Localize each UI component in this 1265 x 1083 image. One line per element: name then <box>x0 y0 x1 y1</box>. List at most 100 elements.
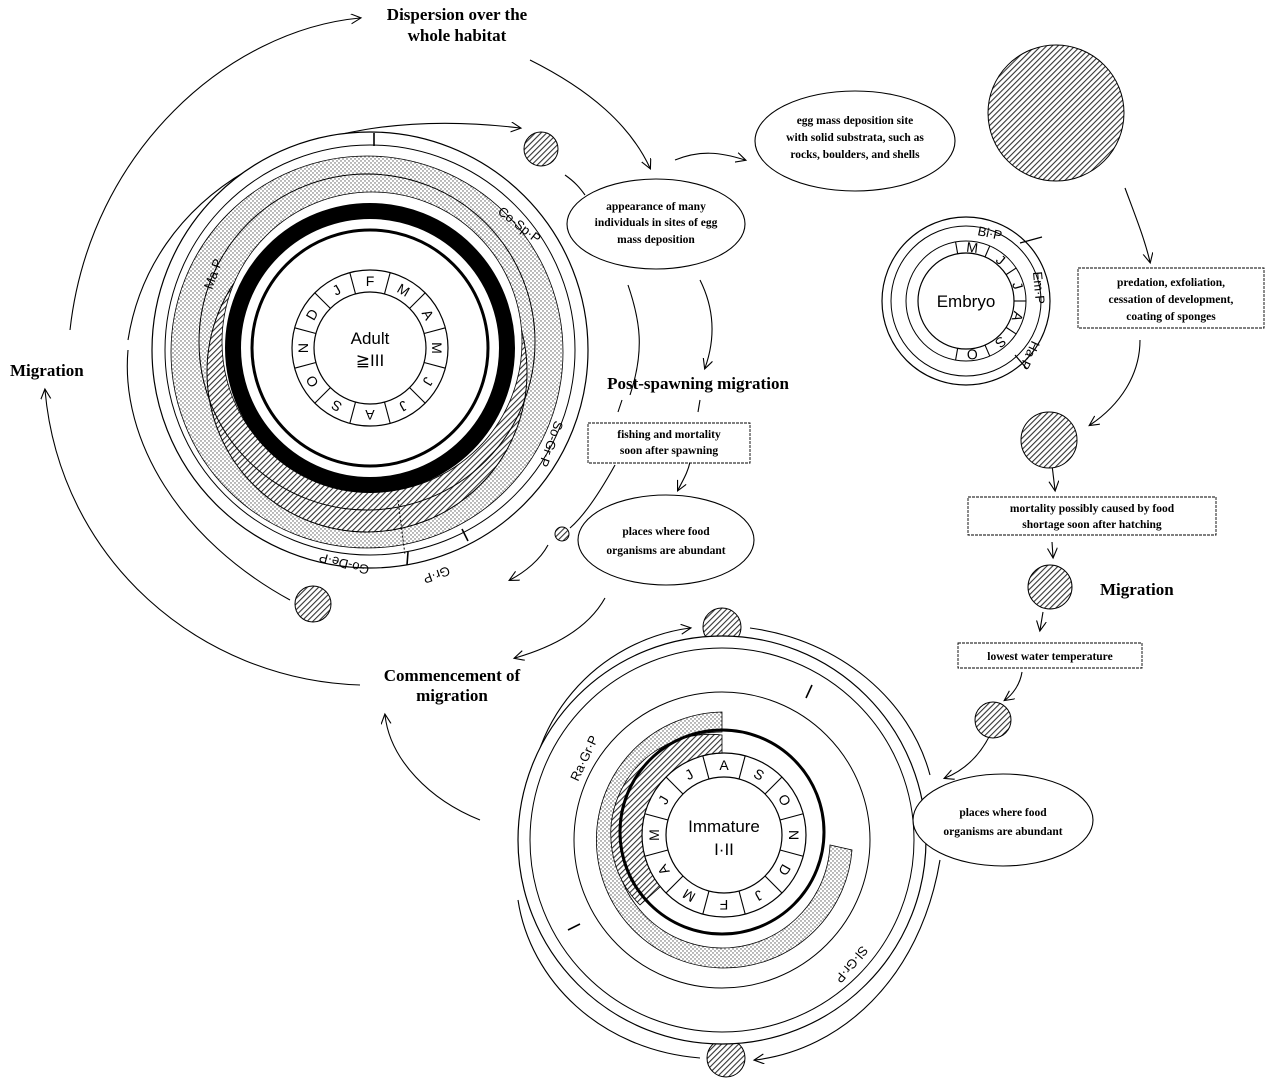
ball-larva <box>1020 411 1078 469</box>
label-migration-left: Migration <box>10 361 84 380</box>
arrow-to-food-lower <box>945 734 991 778</box>
immature-month-divider <box>644 849 669 857</box>
adult-month-divider <box>294 361 317 369</box>
oval-appearance-line1: appearance of many <box>606 201 706 213</box>
embryo-month-label: O <box>966 346 979 363</box>
period-gr: Gr·P <box>421 563 452 586</box>
arrow-post-2 <box>697 399 701 413</box>
ovals: appearance of many individuals in sites … <box>566 90 1094 867</box>
arrow-post-1 <box>617 399 623 413</box>
arrow-ball-to-oval <box>564 174 586 196</box>
adult-month-divider <box>314 387 331 404</box>
immature-month-divider <box>738 890 746 915</box>
period-em: Em·P <box>1030 271 1048 305</box>
embryo-month-divider <box>1005 326 1017 335</box>
immature-month-label: N <box>786 830 802 840</box>
arrow-fishing-down <box>678 461 691 490</box>
arrow-appearance-down-2 <box>699 279 712 368</box>
box-fishing-line2: soon after spawning <box>620 445 718 457</box>
box-lowest-temp-label: lowest water temperature <box>987 651 1112 663</box>
embryo-center: Embryo <box>937 292 996 311</box>
ball-adult-left <box>294 585 332 623</box>
boxes: fishing and mortality soon after spawnin… <box>587 267 1265 669</box>
ball-adult-top <box>523 131 559 167</box>
arrow-mortality-down <box>1052 541 1053 557</box>
adult-month-label: M <box>429 342 445 354</box>
arrow-outer-top <box>69 18 360 331</box>
immature-month-divider <box>779 813 804 821</box>
arrow-imm-right <box>755 859 941 1060</box>
oval-food-upper-line1: places where food <box>622 526 710 538</box>
arrow-food-to-commence <box>515 597 606 658</box>
arrow-imm-bottomleft <box>517 899 701 1059</box>
label-dispersion-1: Dispersion over the <box>387 5 528 24</box>
box-fishing-line1: fishing and mortality <box>617 429 721 441</box>
immature-center-line2: I·II <box>714 840 734 859</box>
oval-food-upper <box>577 494 755 586</box>
oval-appearance-line2: individuals in sites of egg <box>595 217 718 229</box>
oval-food-lower-line2: organisms are abundant <box>943 826 1062 838</box>
box-mortality <box>967 496 1217 536</box>
stage-labels: Dispersion over the whole habitat Migrat… <box>10 5 1174 705</box>
ball-juvenile-2 <box>974 701 1012 739</box>
arrow-inner-left <box>126 349 291 601</box>
adult-month-divider <box>349 272 357 295</box>
box-predation-line3: coating of sponges <box>1126 311 1216 323</box>
label-commencement-1: Commencement of <box>384 666 521 685</box>
adult-month-label: N <box>295 343 311 353</box>
immature-month-label: A <box>719 757 729 773</box>
adult-month-divider <box>314 292 331 309</box>
oval-food-upper-line2: organisms are abundant <box>606 545 725 557</box>
box-lowest-temp <box>957 642 1143 669</box>
immature-month-divider <box>779 849 804 857</box>
immature-month-divider <box>764 875 783 894</box>
period-bi: Bi·P <box>976 223 1003 243</box>
adult-center-line1: Adult <box>351 329 390 348</box>
oval-food-lower-line1: places where food <box>959 807 1047 819</box>
adult-month-label: A <box>365 407 375 423</box>
immature-month-divider <box>665 875 684 894</box>
label-dispersion-2: whole habitat <box>408 26 507 45</box>
immature-month-label: M <box>646 829 662 841</box>
immature-month-divider <box>702 755 710 780</box>
oval-egg-site <box>754 90 956 192</box>
immature-month-label: F <box>720 897 729 913</box>
box-predation <box>1077 267 1265 329</box>
arrow-larva-down <box>1052 464 1055 490</box>
oval-egg-line3: rocks, boulders, and shells <box>790 149 920 161</box>
embryo-month-divider <box>984 245 991 258</box>
immature-center-line1: Immature <box>688 817 760 836</box>
box-fishing <box>587 422 751 464</box>
box-mortality-line2: shortage soon after hatching <box>1022 519 1162 531</box>
oval-egg-line2: with solid substrata, such as <box>786 132 924 144</box>
adult-month-divider <box>383 272 391 295</box>
embryo-month-divider <box>1005 267 1017 276</box>
oval-appearance-line3: mass deposition <box>617 234 695 246</box>
ball-small <box>554 526 570 542</box>
adult-month-divider <box>383 401 391 424</box>
oval-appearance <box>566 178 746 270</box>
adult-center-line2: ≧III <box>356 351 384 370</box>
box-mortality-line1: mortality possibly caused by food <box>1010 503 1175 515</box>
oval-food-lower <box>912 773 1094 867</box>
adult-month-divider <box>409 387 426 404</box>
flow-arrows <box>45 18 1150 1060</box>
egg-mass-ball <box>987 44 1125 182</box>
adult-month-divider <box>349 401 357 424</box>
embryo-month-divider <box>984 344 991 357</box>
arrow-small-ball <box>510 544 549 580</box>
immature-month-divider <box>764 776 783 795</box>
adult-month-divider <box>294 327 317 335</box>
box-predation-line1: predation, exfoliation, <box>1117 277 1225 289</box>
arrow-imm-to-commence <box>385 715 481 821</box>
embryo-month-label: M <box>966 239 979 256</box>
embryo-month-divider <box>955 241 959 254</box>
arrow-outer-left <box>45 390 361 686</box>
arrow-imm-topright <box>749 627 931 776</box>
ball-imm-bottom <box>706 1038 746 1078</box>
ball-juvenile <box>1027 564 1073 610</box>
arrow-predation-down <box>1090 339 1141 425</box>
arrow-egg-down <box>1124 187 1150 262</box>
